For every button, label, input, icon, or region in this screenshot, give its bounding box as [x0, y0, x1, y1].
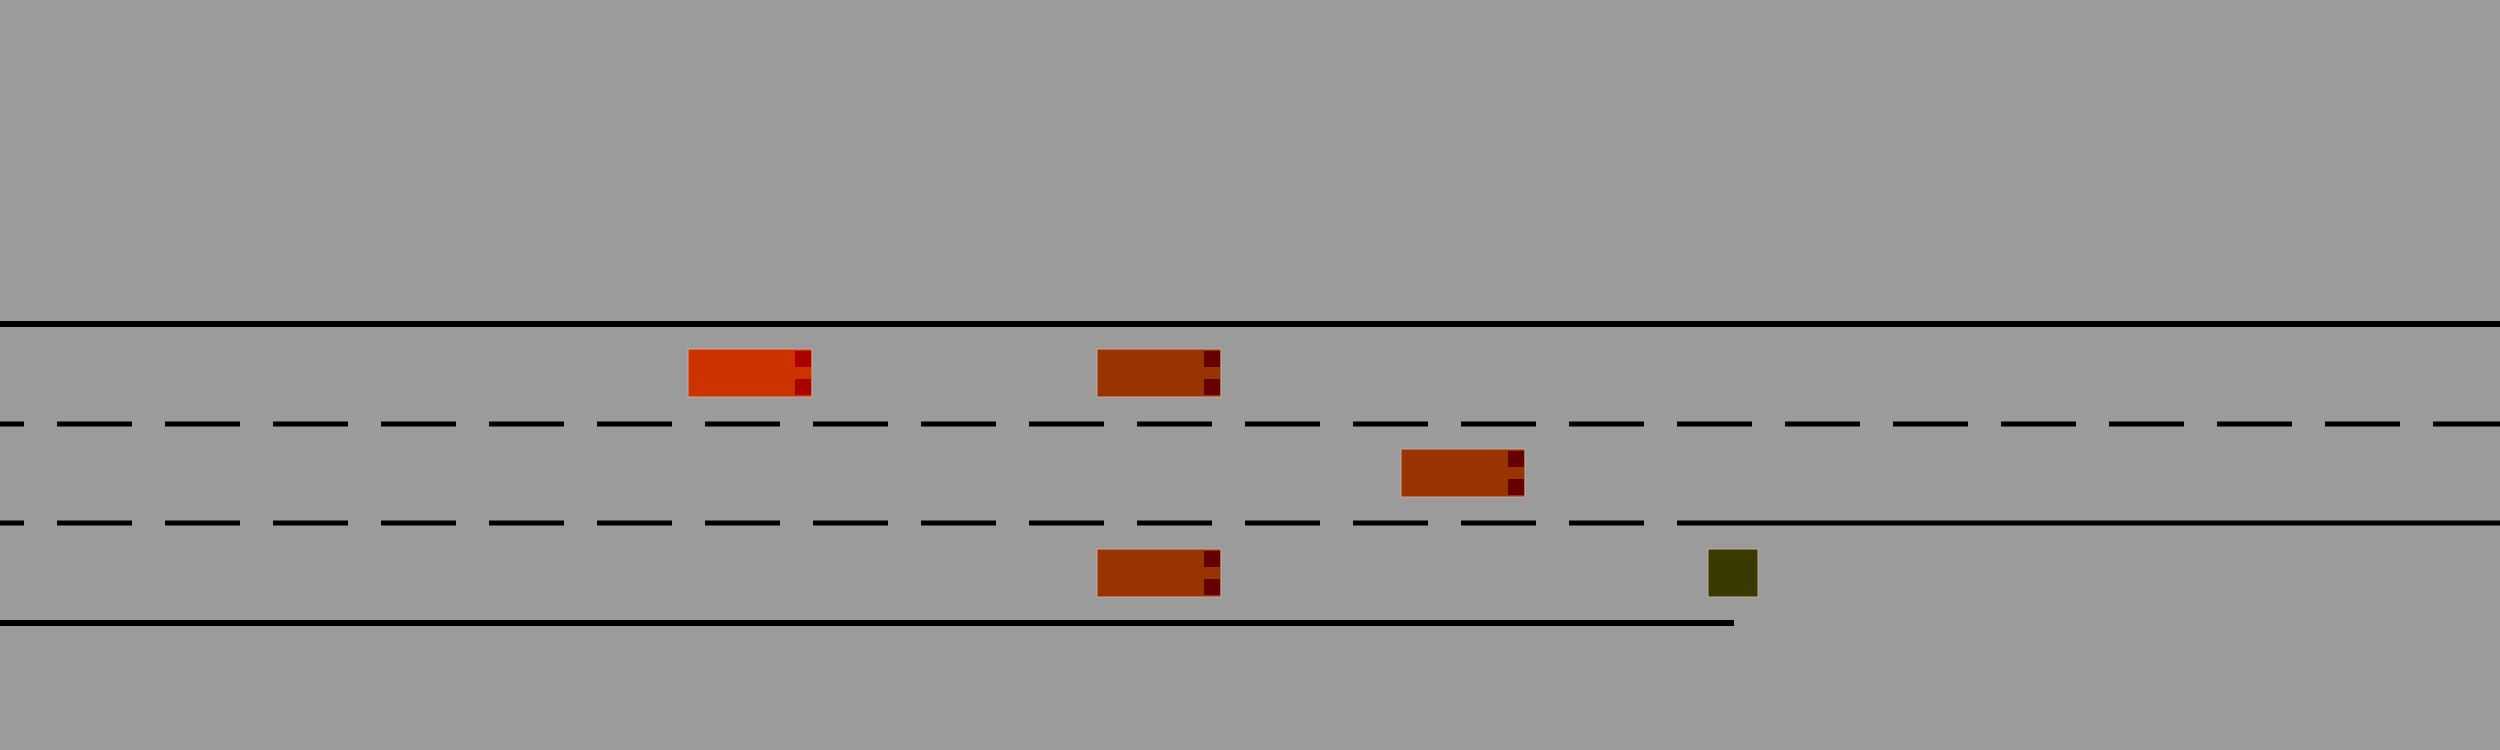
car-body: [1400, 448, 1526, 498]
car-light-right: [1508, 479, 1524, 495]
ego-car: [687, 348, 813, 398]
lane-markings: [0, 321, 2500, 626]
car-light-right: [1204, 379, 1220, 395]
car-body: [1096, 548, 1222, 598]
car-body: [687, 348, 813, 398]
car-light-right: [1204, 579, 1220, 595]
traffic-car: [1096, 348, 1222, 398]
car-light-left: [1204, 551, 1220, 567]
car-light-left: [1204, 351, 1220, 367]
obstacles: [1707, 548, 1759, 598]
traffic-car: [1096, 548, 1222, 598]
lane-end-obstacle: [1707, 548, 1759, 598]
car-light-right: [795, 379, 811, 395]
vehicles: [687, 348, 1526, 598]
car-light-left: [795, 351, 811, 367]
car-body: [1096, 348, 1222, 398]
traffic-car: [1400, 448, 1526, 498]
car-light-left: [1508, 451, 1524, 467]
